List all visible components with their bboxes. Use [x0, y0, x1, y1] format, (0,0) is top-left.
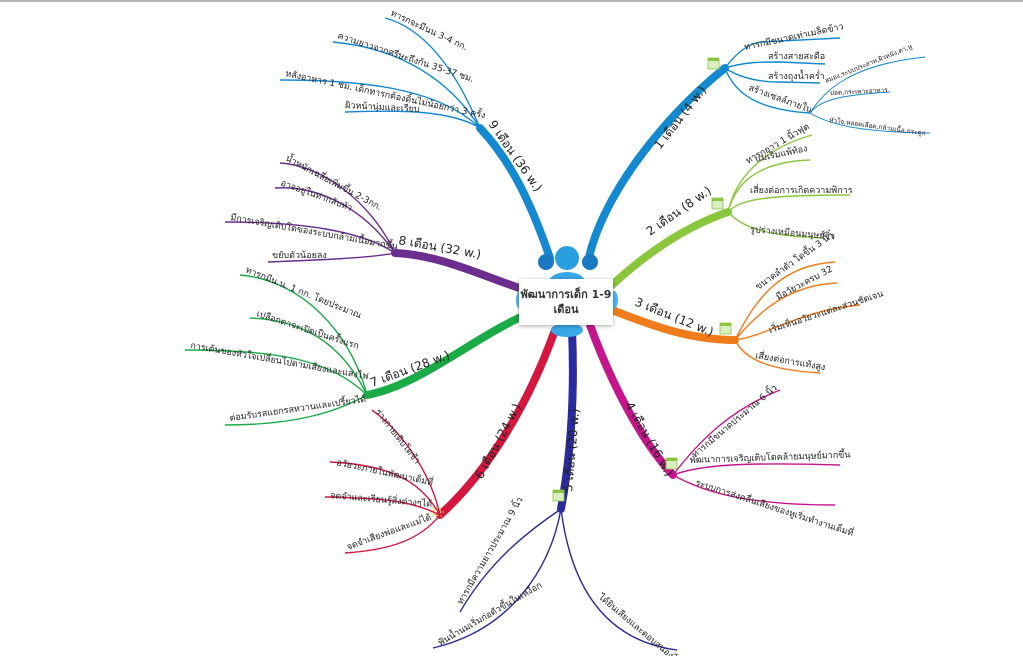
- child-connector: [724, 61, 826, 69]
- child-topic[interactable]: สร้างถุงน้ำคร่ำ: [768, 69, 825, 82]
- child-connector: [371, 409, 441, 516]
- child-connector: [560, 508, 678, 651]
- branch-connector: [391, 249, 529, 294]
- child-connector: [734, 282, 838, 341]
- sub-topic[interactable]: สมอง,ระบบประสาท,ผิวหนัง,ตา,หู: [824, 42, 914, 84]
- child-connector: [224, 394, 368, 426]
- branch-4: 4 เดือน (16 w.)ทารกมีขนาดประมาณ 6 นิ้วพั…: [586, 321, 855, 539]
- child-topic[interactable]: ขยับตัวน้อยลง: [272, 250, 327, 261]
- child-connector: [344, 110, 481, 129]
- child-connector: [184, 349, 368, 396]
- sub-connector: [809, 56, 926, 114]
- child-topic[interactable]: ทารกจะมีนน 3-4 กก.: [389, 8, 470, 53]
- child-topic[interactable]: สร้างสายสะดือ: [768, 51, 825, 62]
- child-connector: [432, 508, 562, 649]
- calendar-icon: [719, 322, 732, 335]
- child-connector: [734, 339, 821, 374]
- child-connector: [279, 162, 396, 254]
- branch-label[interactable]: 6 เดือน (24 w.): [472, 401, 524, 481]
- calendar-icon: [552, 489, 565, 502]
- child-connector: [384, 17, 481, 129]
- child-connector: [672, 389, 781, 476]
- sub-topic[interactable]: ปอด,กระเพาะอาหาร: [830, 86, 889, 97]
- central-topic-line2: เดือน: [553, 303, 579, 316]
- child-topic[interactable]: เสี่ยงต่อการเกิดความพิการ: [750, 183, 853, 196]
- child-connector: [734, 261, 836, 341]
- calendar-icon: [711, 197, 724, 210]
- child-topic[interactable]: ทารกมีขนาดประมาณ 6 นิ้ว: [689, 381, 780, 460]
- child-topic[interactable]: ทารกมีขนาดเท่าเมล็ดข้าว: [743, 19, 845, 53]
- branch-9: 9 เดือน (36 w.)ทารกจะมีนน 3-4 กก.ความยาว…: [279, 8, 554, 262]
- child-connector: [274, 187, 396, 254]
- branch-connector: [476, 124, 554, 262]
- child-connector: [324, 496, 441, 516]
- child-topic[interactable]: ระบบการส่งคลื่นเสียงของหูเริ่มทำงานเต็มท…: [694, 475, 855, 538]
- branch-7: 7 เดือน (28 w.)ทารกมีน.น. 1 กก. โดยประมา…: [184, 265, 529, 426]
- child-topic[interactable]: มีการเจริญเติบโตของระบบกล้ามเนื้อมากขึ้น: [229, 210, 398, 252]
- window-top-border: [0, 0, 1023, 2]
- branch-5: 5 เดือน (20 w.) ทารกมีความยาวประมาณ 9 นิ้…: [432, 326, 684, 656]
- branch-connector: [363, 311, 529, 399]
- child-topic[interactable]: พัฒนาการเจริญเติบโตคล้ายมนุษย์มากขึ้น: [690, 447, 851, 466]
- child-connector: [727, 159, 811, 213]
- calendar-icon: [707, 57, 720, 70]
- branch-connector: [584, 64, 729, 266]
- child-connector: [672, 474, 836, 506]
- child-connector: [224, 221, 396, 254]
- calendar-icon: [665, 457, 678, 470]
- child-topic[interactable]: จดจำและเรียนรู้สิ่งต่างๆได้: [330, 488, 433, 510]
- child-connector: [344, 514, 441, 554]
- branch-label[interactable]: 5 เดือน (20 w.): [561, 408, 582, 492]
- child-connector: [249, 317, 368, 396]
- branch-8: 8 เดือน (32 w.)น้ำหนักเฉลี่ยเพิ่มขึ้น 2-…: [224, 151, 529, 294]
- central-topic-line1: พัฒนาการเด็ก 1-9: [520, 288, 612, 301]
- child-connector: [724, 37, 841, 69]
- child-connector: [332, 41, 481, 129]
- child-connector: [459, 508, 562, 613]
- sub-topic[interactable]: หัวใจ,หลอดเลือด,กล้ามเนื้อ,กระดูก: [829, 115, 927, 137]
- child-topic[interactable]: ทารกมีความยาวประมาณ 9 นิ้ว: [453, 494, 525, 606]
- branch-connector: [586, 321, 677, 479]
- central-topic[interactable]: พัฒนาการเด็ก 1-9 เดือน: [519, 279, 613, 325]
- child-connector: [329, 461, 441, 516]
- child-connector: [734, 304, 861, 341]
- child-topic[interactable]: สร้างเซลล์ภายใน: [747, 82, 814, 116]
- sub-connector: [809, 112, 931, 134]
- branch-connector: [608, 306, 739, 344]
- child-topic[interactable]: ฟันน้ำนมเริ่มก่อตัวขึ้นในเหงือก: [435, 578, 544, 649]
- child-topic[interactable]: ร่างกายเติบโตช้า: [373, 407, 423, 466]
- child-connector: [279, 79, 481, 129]
- child-connector: [727, 194, 851, 213]
- child-connector: [724, 67, 821, 84]
- sub-connector: [809, 91, 891, 114]
- branch-connector: [608, 208, 732, 289]
- child-topic[interactable]: ผิวหน้านุ่มและเรียบ: [345, 100, 420, 115]
- branch-connector: [436, 326, 559, 519]
- child-connector: [727, 211, 823, 239]
- child-topic[interactable]: ได้ยินเสียงและตอบสนองได้: [595, 591, 683, 656]
- branch-label[interactable]: 1 เดือน (4 w.): [651, 83, 709, 151]
- child-connector: [672, 463, 841, 476]
- child-connector: [267, 252, 396, 263]
- child-connector: [724, 67, 811, 114]
- child-connector: [239, 274, 368, 396]
